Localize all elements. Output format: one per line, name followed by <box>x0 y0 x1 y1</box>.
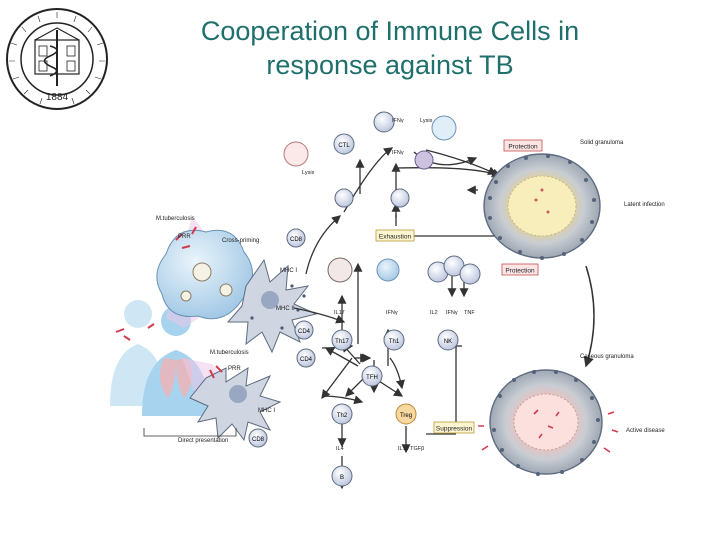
exhaustion-box <box>375 229 415 242</box>
latent-infection-label: Latent infection <box>624 202 665 208</box>
svg-text:CD8: CD8 <box>290 237 303 243</box>
cd4-cell-b: CD4 <box>296 348 316 368</box>
svg-text:CD4: CD4 <box>298 329 311 335</box>
solid-granuloma <box>483 153 601 260</box>
tfh-cell: TFH <box>361 365 383 387</box>
svg-text:TFH: TFH <box>366 375 378 381</box>
solid-granuloma-label: Solid granuloma <box>580 140 624 146</box>
university-seal-logo: 1884 <box>6 8 108 110</box>
lysed-cell-left <box>283 141 309 167</box>
mtb-label-top: M.tuberculosis <box>156 216 195 222</box>
title-line-2: response against TB <box>266 50 514 80</box>
cd8-cell-bottom: CD8 <box>248 428 268 448</box>
mhc2-label: MHC II <box>276 306 295 312</box>
cd4-cell: CD4 <box>294 320 314 340</box>
ifng-label-top: IFNγ <box>392 118 404 124</box>
slide-title: Cooperation of Immune Cells in response … <box>110 14 670 82</box>
immune-cooperation-diagram: Protection Exhaustion Protection Suppres… <box>110 111 665 490</box>
il2-label: IL2 <box>430 310 438 316</box>
ifng-label-low: IFNγ <box>386 310 398 316</box>
protection-label-mid: Protection <box>505 268 535 275</box>
title-line-1: Cooperation of Immune Cells in <box>200 16 580 46</box>
lysis-label-left: Lysis <box>302 170 315 176</box>
dendritic-cell-bottom <box>189 365 282 442</box>
ifng-label-right: IFNγ <box>446 310 458 316</box>
th2-cell: Th2 <box>331 403 353 425</box>
svg-text:CD8: CD8 <box>252 437 265 443</box>
svg-text:CD4: CD4 <box>300 357 313 363</box>
svg-text:Th1: Th1 <box>389 339 400 345</box>
t-cell-mid-left <box>334 188 354 208</box>
protection-label-top: Protection <box>508 144 538 151</box>
treg-cell: Treg <box>395 403 417 425</box>
svg-text:NK: NK <box>444 339 452 345</box>
svg-text:Th17: Th17 <box>335 339 349 345</box>
svg-text:Treg: Treg <box>400 413 412 419</box>
b-cell: B <box>331 465 353 487</box>
svg-text:Th2: Th2 <box>337 413 348 419</box>
lysed-cell-right <box>431 115 457 141</box>
t-cell-top <box>373 111 395 133</box>
prr-label-bottom: PRR <box>228 366 241 372</box>
seal-year: 1884 <box>46 92 69 103</box>
cell-right-3 <box>459 263 481 285</box>
granuloma-labels: Solid granuloma Latent infection Caseous… <box>580 140 665 434</box>
tnf-label: TNF <box>464 310 475 316</box>
il10-tgfb-label: IL10 TGFβ <box>398 446 424 452</box>
il17-label: IL17 <box>334 310 345 316</box>
infected-macrophage-top <box>156 226 253 320</box>
caseous-granuloma-label: Caseous granuloma <box>580 354 634 360</box>
t-cell-mid-right <box>390 188 410 208</box>
prr-label-top: PRR <box>178 234 191 240</box>
ctl-cell: CTL <box>333 133 355 155</box>
nk-cell: NK <box>437 329 459 351</box>
macrophage-mid <box>376 258 400 282</box>
protection-box-top <box>503 139 543 152</box>
t-cell-purple <box>414 150 434 170</box>
cd8-cell-top: CD8 <box>286 228 306 248</box>
progression-arrow <box>583 265 595 368</box>
direct-presentation-bracket <box>143 428 237 437</box>
protection-box-mid <box>501 263 539 276</box>
direct-presentation-label: Direct presentation <box>178 438 228 444</box>
infected-cell-mid <box>327 257 353 283</box>
cross-priming-label: Cross-priming <box>222 238 259 244</box>
suppression-box <box>433 421 475 434</box>
caseous-granuloma <box>478 369 619 476</box>
exhaustion-label: Exhaustion <box>379 234 412 241</box>
svg-text:B: B <box>340 475 344 481</box>
lysis-label-right: Lysis <box>420 118 433 124</box>
il4-label: IL4 <box>336 446 344 452</box>
dendritic-cell-top <box>226 258 318 354</box>
mhc1-label-top: MHC I <box>280 268 297 274</box>
suppression-label: Suppression <box>436 426 473 433</box>
mtb-label-bottom: M.tuberculosis <box>210 350 249 356</box>
active-disease-label: Active disease <box>626 428 665 434</box>
svg-text:CTL: CTL <box>338 143 350 149</box>
inhibition-lines <box>395 214 503 435</box>
th1-cell: Th1 <box>383 329 405 351</box>
ifng-label-mid: IFNγ <box>392 150 404 156</box>
th17-cell: Th17 <box>331 329 353 351</box>
label-boxes: Protection Exhaustion Protection Suppres… <box>375 139 543 434</box>
mhc1-label-bottom: MHC I <box>258 408 275 414</box>
